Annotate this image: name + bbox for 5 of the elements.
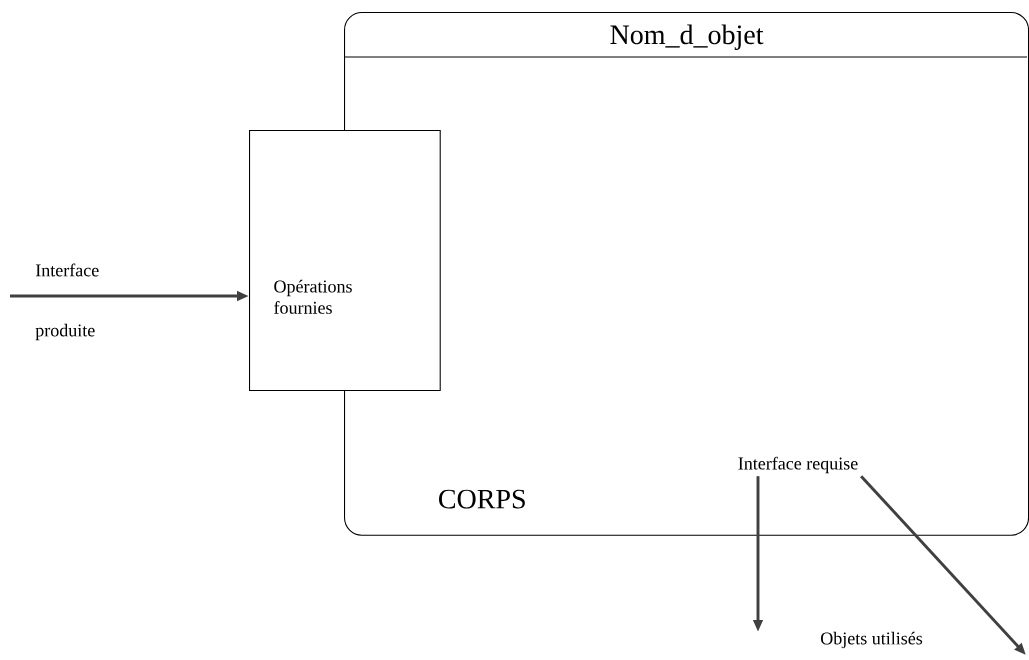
text-label: Objets utilisés bbox=[821, 631, 923, 649]
text-label: produite bbox=[35, 323, 95, 341]
text-label: Interface requise bbox=[738, 456, 858, 474]
operations-box: Opérations fournies bbox=[249, 130, 441, 392]
text-label: Interface bbox=[35, 263, 99, 277]
